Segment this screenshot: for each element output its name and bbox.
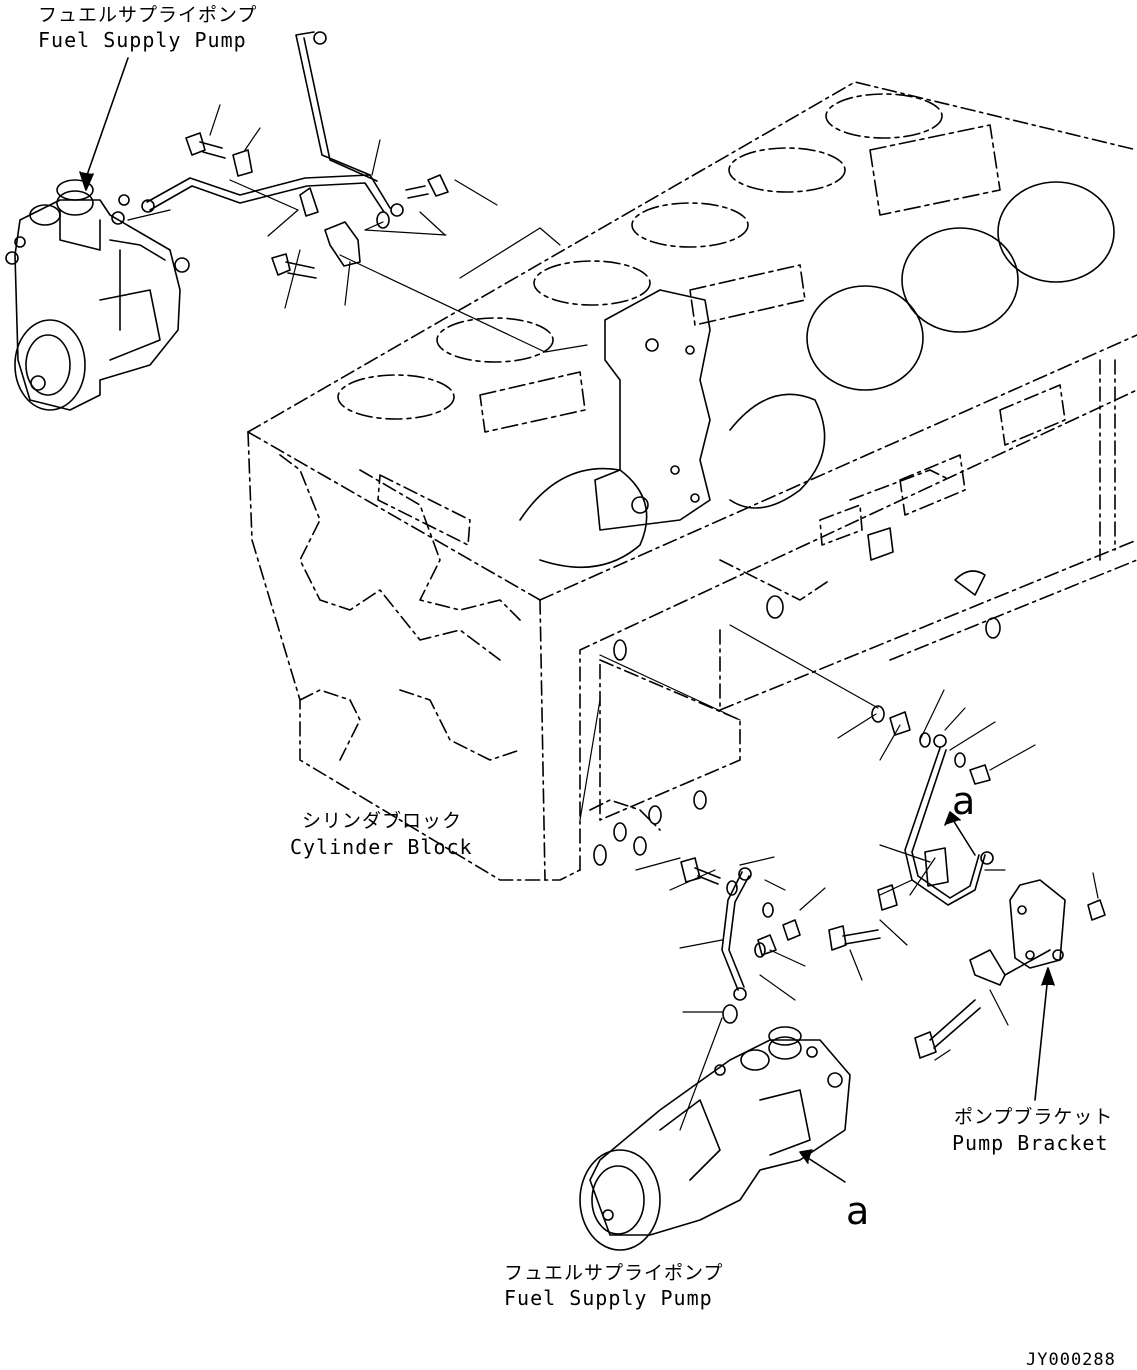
upper-leader-lines — [127, 104, 588, 353]
lower-fasteners — [680, 857, 981, 1059]
upper-pump-leader — [79, 57, 129, 191]
fuel-supply-pump-lower — [579, 1026, 851, 1251]
fuel-pump-top-label-jp: フュエルサプライポンプ — [38, 4, 258, 26]
fuel-pump-bottom-label-en: Fuel Supply Pump — [504, 1286, 713, 1310]
right-fuel-pipe — [904, 734, 994, 906]
upper-fasteners — [185, 132, 449, 279]
pump-bracket-label-jp: ポンプブラケット — [954, 1106, 1114, 1128]
drawing-code: JY000288 — [1026, 1350, 1116, 1370]
cylinder-liners — [519, 181, 1115, 569]
ref-arrows — [799, 811, 1055, 1183]
cylinder-bores — [337, 93, 1001, 433]
upper-fuel-pipe — [118, 31, 404, 229]
pump-bracket — [969, 879, 1106, 986]
lower-leader-lines — [579, 624, 1099, 1131]
reference-mark-a-lower: a — [846, 1189, 870, 1233]
fuel-pump-bottom-label-jp: フュエルサプライポンプ — [504, 1262, 724, 1284]
pump-bracket-label-en: Pump Bracket — [952, 1131, 1109, 1155]
reference-mark-a-upper: a — [952, 779, 976, 823]
cylinder-block-label-jp: シリンダブロック — [302, 810, 463, 832]
fuel-pump-top-label-en: Fuel Supply Pump — [38, 28, 247, 52]
lower-fuel-pipe — [721, 867, 752, 1024]
cylinder-block-label-en: Cylinder Block — [290, 835, 473, 859]
fuel-supply-pump-upper — [5, 179, 190, 411]
block-plugs — [593, 527, 1001, 866]
cylinder-block — [247, 81, 1137, 881]
block-bracket — [594, 289, 711, 531]
